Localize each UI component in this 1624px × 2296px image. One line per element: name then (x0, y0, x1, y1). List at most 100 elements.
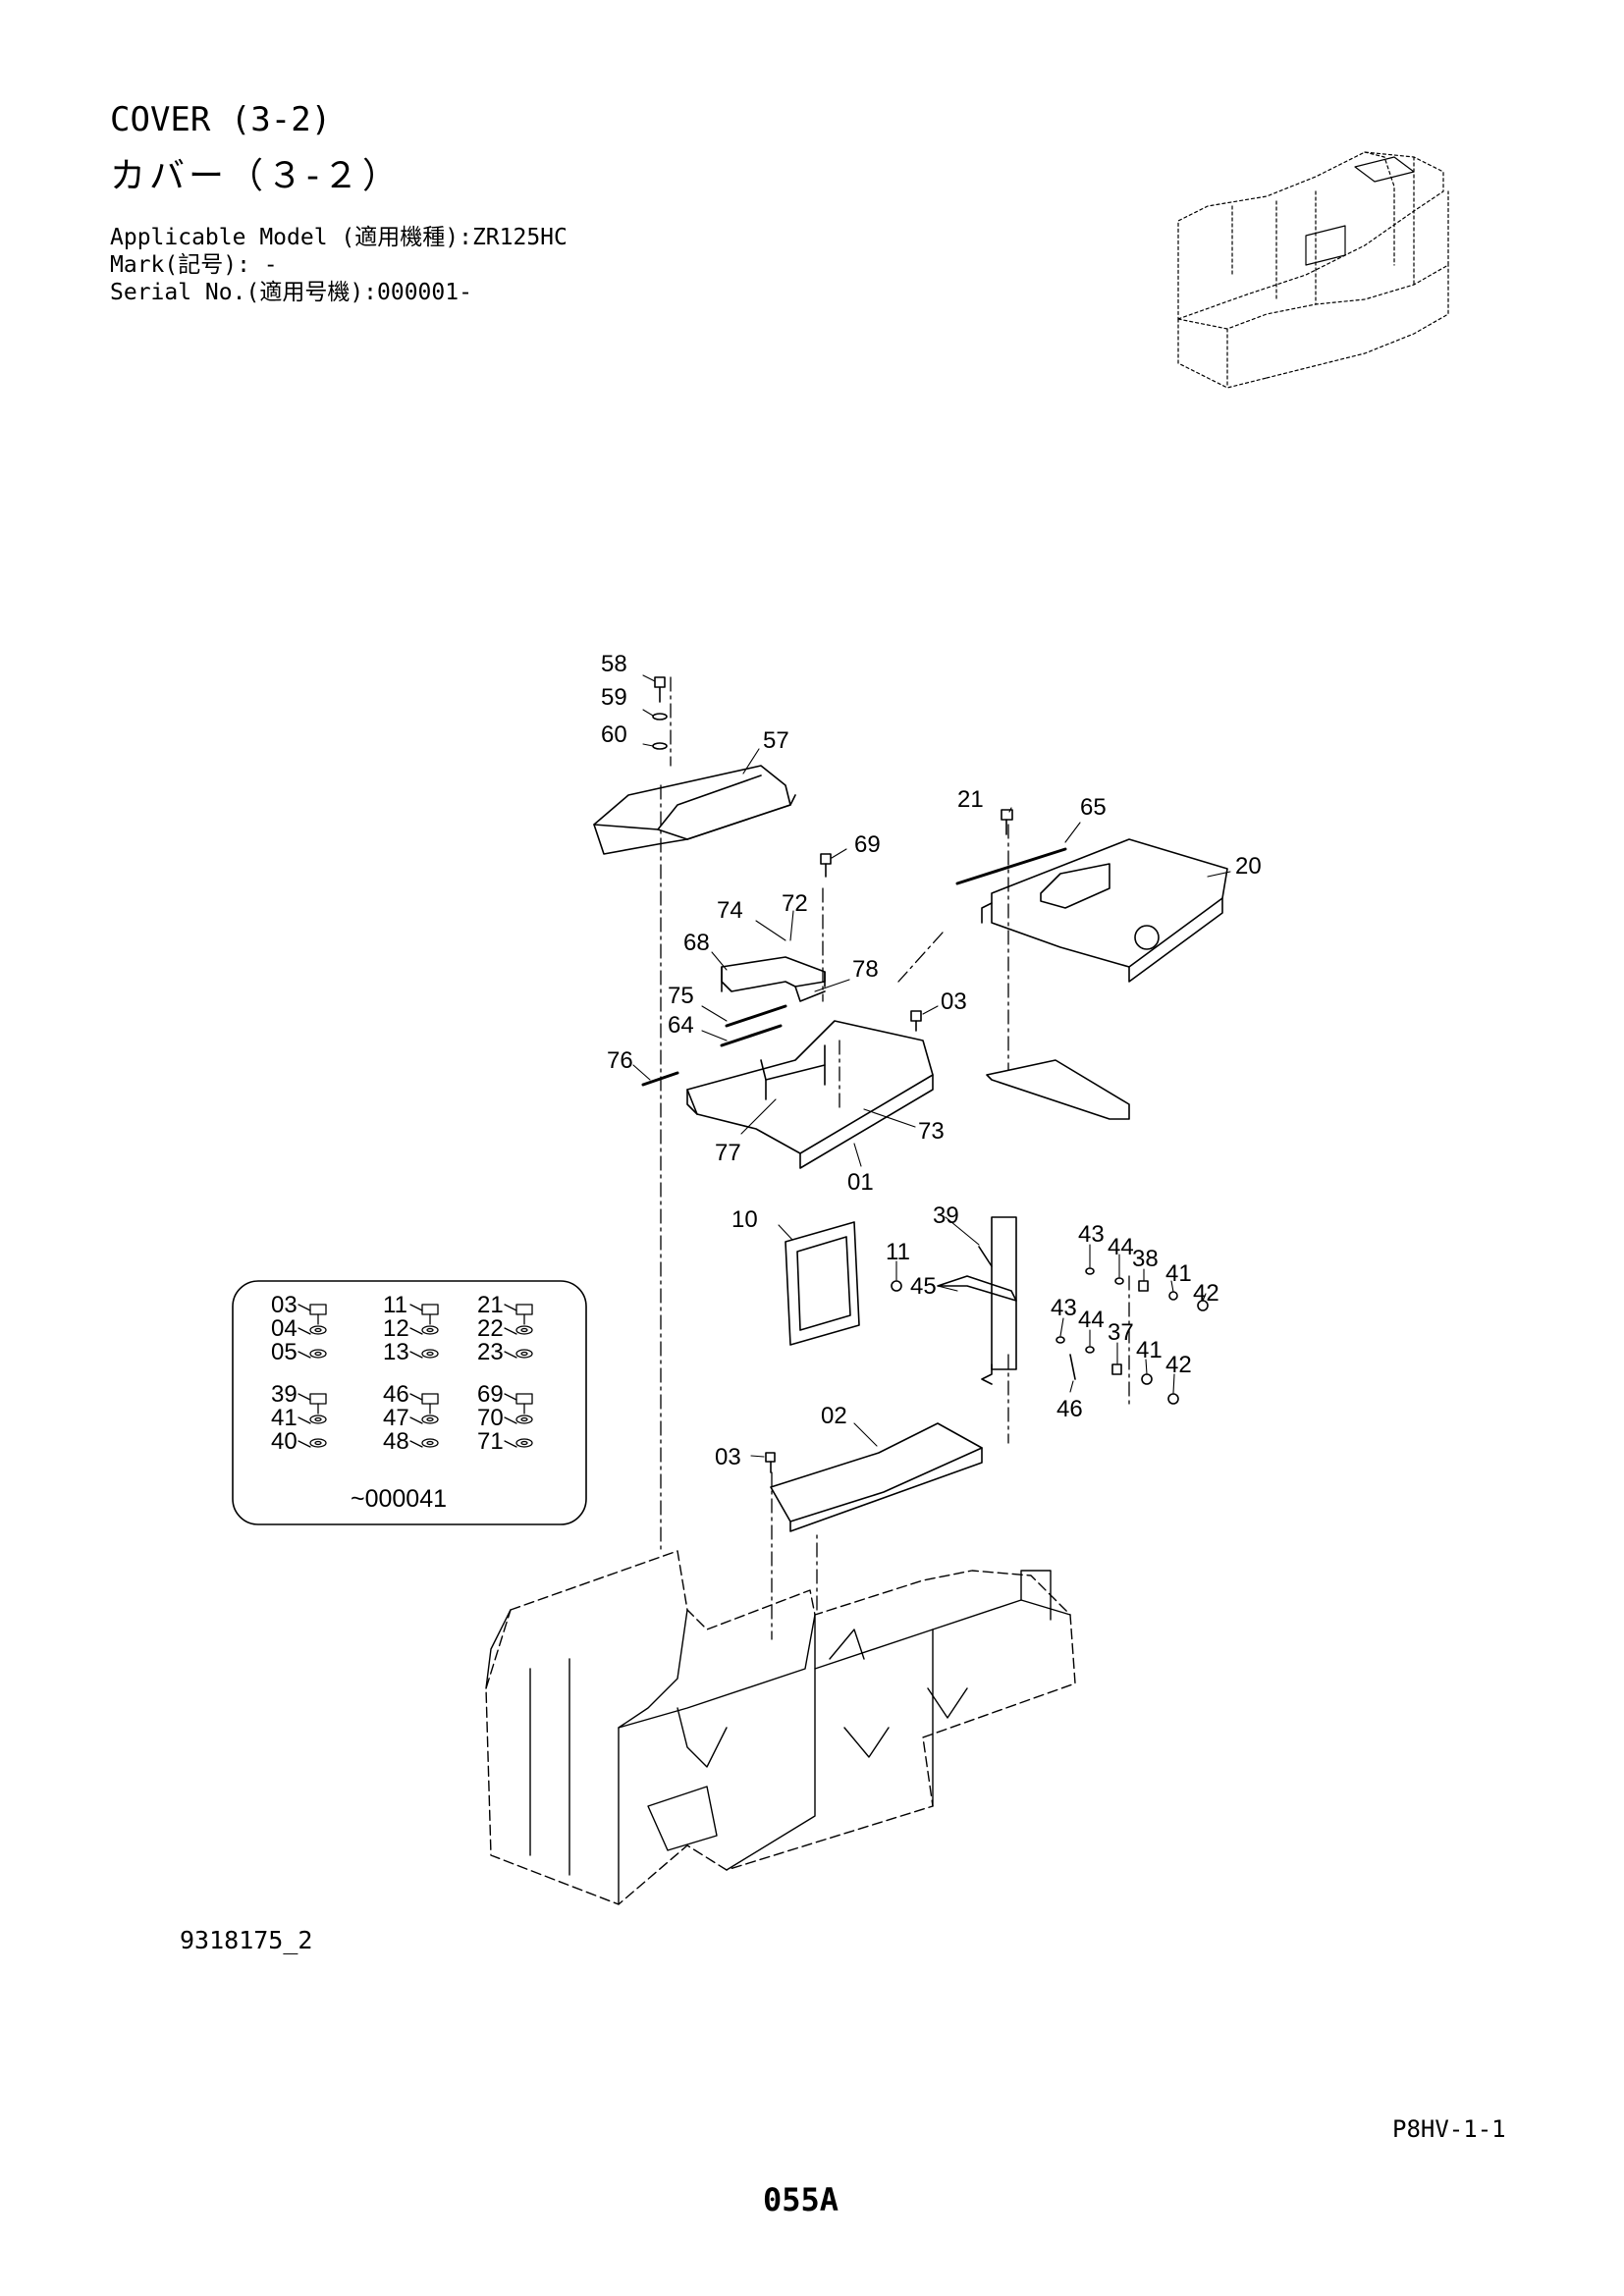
bolt-icon (421, 1393, 439, 1405)
callout-44: 44 (1078, 1307, 1105, 1333)
sheet-code: P8HV-1-1 (1392, 2115, 1506, 2143)
washer-hole (314, 1416, 322, 1422)
kit-label-13: 13 (383, 1339, 409, 1365)
washer-hole (520, 1440, 528, 1446)
washer-hole (520, 1327, 528, 1333)
washer-icon (309, 1415, 327, 1424)
washer-hole (314, 1440, 322, 1446)
washer-icon (515, 1415, 533, 1424)
washer-hole (426, 1440, 434, 1446)
kit-leader (298, 1440, 311, 1448)
kit-leader (298, 1351, 311, 1359)
callout-43: 43 (1051, 1295, 1077, 1321)
callout-10: 10 (731, 1206, 758, 1233)
callout-41: 41 (1136, 1337, 1163, 1363)
locator-thumbnail-solid (1305, 156, 1415, 266)
washer-icon (515, 1325, 533, 1335)
bolt-icon (309, 1304, 327, 1315)
callout-64: 64 (668, 1012, 694, 1039)
callout-03: 03 (715, 1444, 741, 1470)
kit-hardware-icons (298, 1304, 533, 1448)
part-03-bolt (910, 1010, 922, 1032)
callout-59: 59 (601, 684, 627, 711)
callout-45: 45 (910, 1273, 937, 1300)
washer-hole (314, 1327, 322, 1333)
part-11-bolt (891, 1280, 902, 1292)
callout-37: 37 (1108, 1319, 1134, 1346)
washer-icon (309, 1325, 327, 1335)
part-45-bracket (937, 1275, 1017, 1302)
kit-leader (504, 1327, 517, 1335)
callout-41: 41 (1165, 1260, 1192, 1287)
callout-72: 72 (782, 890, 808, 917)
kit-leader (409, 1304, 423, 1311)
part-65-strip (955, 847, 1067, 885)
kit-label-12: 12 (383, 1315, 409, 1342)
callout-11: 11 (886, 1239, 910, 1265)
kit-leader (504, 1304, 517, 1311)
kit-label-69: 69 (477, 1381, 504, 1408)
part-39-bolt (978, 1246, 993, 1267)
part-20-plate (981, 838, 1228, 983)
washer-hole (520, 1416, 528, 1422)
kit-leader (504, 1393, 517, 1401)
kit-label-11: 11 (383, 1292, 407, 1318)
kit-label-47: 47 (383, 1405, 409, 1431)
part-upright-support (981, 1059, 1130, 1385)
page-title-japanese: カバー（３-２） (110, 156, 402, 196)
kit-leader (409, 1440, 423, 1448)
hardware-43-44-37-41-42 (1056, 1336, 1179, 1405)
washer-icon (421, 1415, 439, 1424)
page-number: 055A (763, 2181, 839, 2218)
bolt-icon (309, 1393, 327, 1405)
callout-42: 42 (1165, 1352, 1192, 1378)
kit-label-48: 48 (383, 1428, 409, 1455)
page-title: COVER (3-2) (110, 100, 332, 139)
kit-serial-note: ~000041 (351, 1485, 447, 1513)
part-57-cover (593, 765, 796, 855)
callout-58: 58 (601, 651, 627, 677)
callout-73: 73 (918, 1118, 945, 1145)
mark-field: Mark(記号): - (110, 252, 278, 278)
callout-20: 20 (1235, 853, 1262, 880)
kit-label-40: 40 (271, 1428, 298, 1455)
callout-60: 60 (601, 721, 627, 748)
callout-74: 74 (717, 897, 743, 924)
washer-icon (421, 1325, 439, 1335)
part-01-plate (686, 1020, 934, 1169)
kit-label-71: 71 (477, 1428, 504, 1455)
callout-75: 75 (668, 983, 694, 1009)
part-03-bolt-lower (765, 1452, 776, 1473)
part-21-bolt (1001, 809, 1013, 835)
part-46-bolt (1069, 1354, 1076, 1380)
kit-leader (298, 1304, 311, 1311)
kit-label-41: 41 (271, 1405, 298, 1431)
locator-thumbnail (1177, 151, 1449, 389)
part-75-strip (725, 1004, 787, 1028)
kit-label-46: 46 (383, 1381, 409, 1408)
kit-leader (409, 1416, 423, 1424)
callout-03: 03 (941, 988, 967, 1015)
washer-icon (421, 1438, 439, 1448)
washer-hole (426, 1351, 434, 1357)
leader-lines (632, 674, 1231, 1458)
kit-label-23: 23 (477, 1339, 504, 1365)
washer-icon (309, 1438, 327, 1448)
callout-43: 43 (1078, 1221, 1105, 1248)
washer-hole (426, 1416, 434, 1422)
washer-icon (515, 1438, 533, 1448)
bolt-icon (515, 1393, 533, 1405)
callout-38: 38 (1132, 1246, 1159, 1272)
washer-icon (515, 1349, 533, 1359)
kit-leader (409, 1351, 423, 1359)
kit-label-22: 22 (477, 1315, 504, 1342)
kit-label-21: 21 (477, 1292, 504, 1318)
applicable-model: Applicable Model (適用機種):ZR125HC (110, 225, 568, 250)
kit-label-39: 39 (271, 1381, 298, 1408)
part-69-bolt (820, 853, 832, 878)
callout-21: 21 (957, 786, 984, 813)
kit-leader (409, 1327, 423, 1335)
